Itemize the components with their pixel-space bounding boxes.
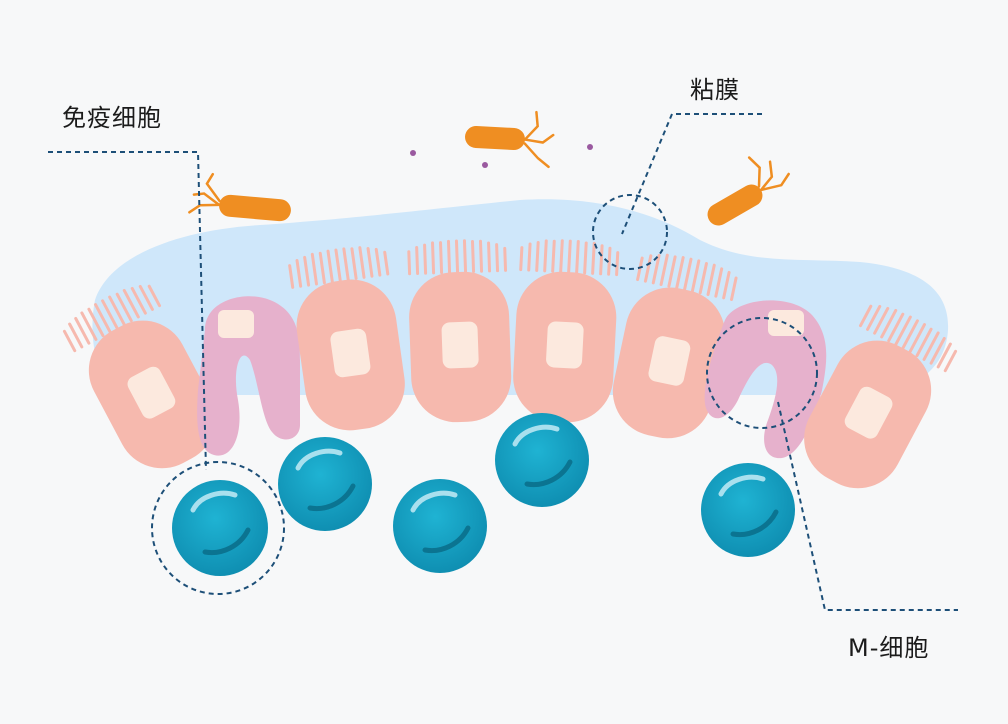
epithelial-cell-icon [804, 296, 962, 489]
bacteria-icon [707, 156, 790, 226]
callout-mucus [592, 113, 762, 270]
immune-cell-icon [701, 463, 795, 557]
epithelial-cell-icon [286, 241, 405, 431]
epithelium [58, 237, 962, 489]
callout-m-cell [706, 317, 958, 611]
epithelial-cell-icon [612, 247, 740, 439]
particle [482, 162, 488, 168]
epithelial-cell-icon [407, 237, 512, 423]
epithelial-cell-icon [58, 276, 216, 469]
particle [587, 144, 593, 150]
immune-cell-label: 免疫细胞 [62, 104, 162, 132]
immune-cell-icon [495, 413, 589, 507]
epithelial-cell-icon [513, 237, 620, 423]
m-cell-icon [197, 296, 300, 456]
m-cell-label: M-细胞 [848, 634, 930, 662]
immune-cell-icon [278, 437, 372, 531]
immune-cell-icon [393, 479, 487, 573]
mucus-label: 粘膜 [690, 76, 740, 104]
callout-immune-cell [48, 151, 285, 595]
bacteria-icon [465, 110, 555, 169]
bacteria-icon [188, 172, 291, 222]
particle [410, 150, 416, 156]
immune-cell-icon [172, 480, 268, 576]
